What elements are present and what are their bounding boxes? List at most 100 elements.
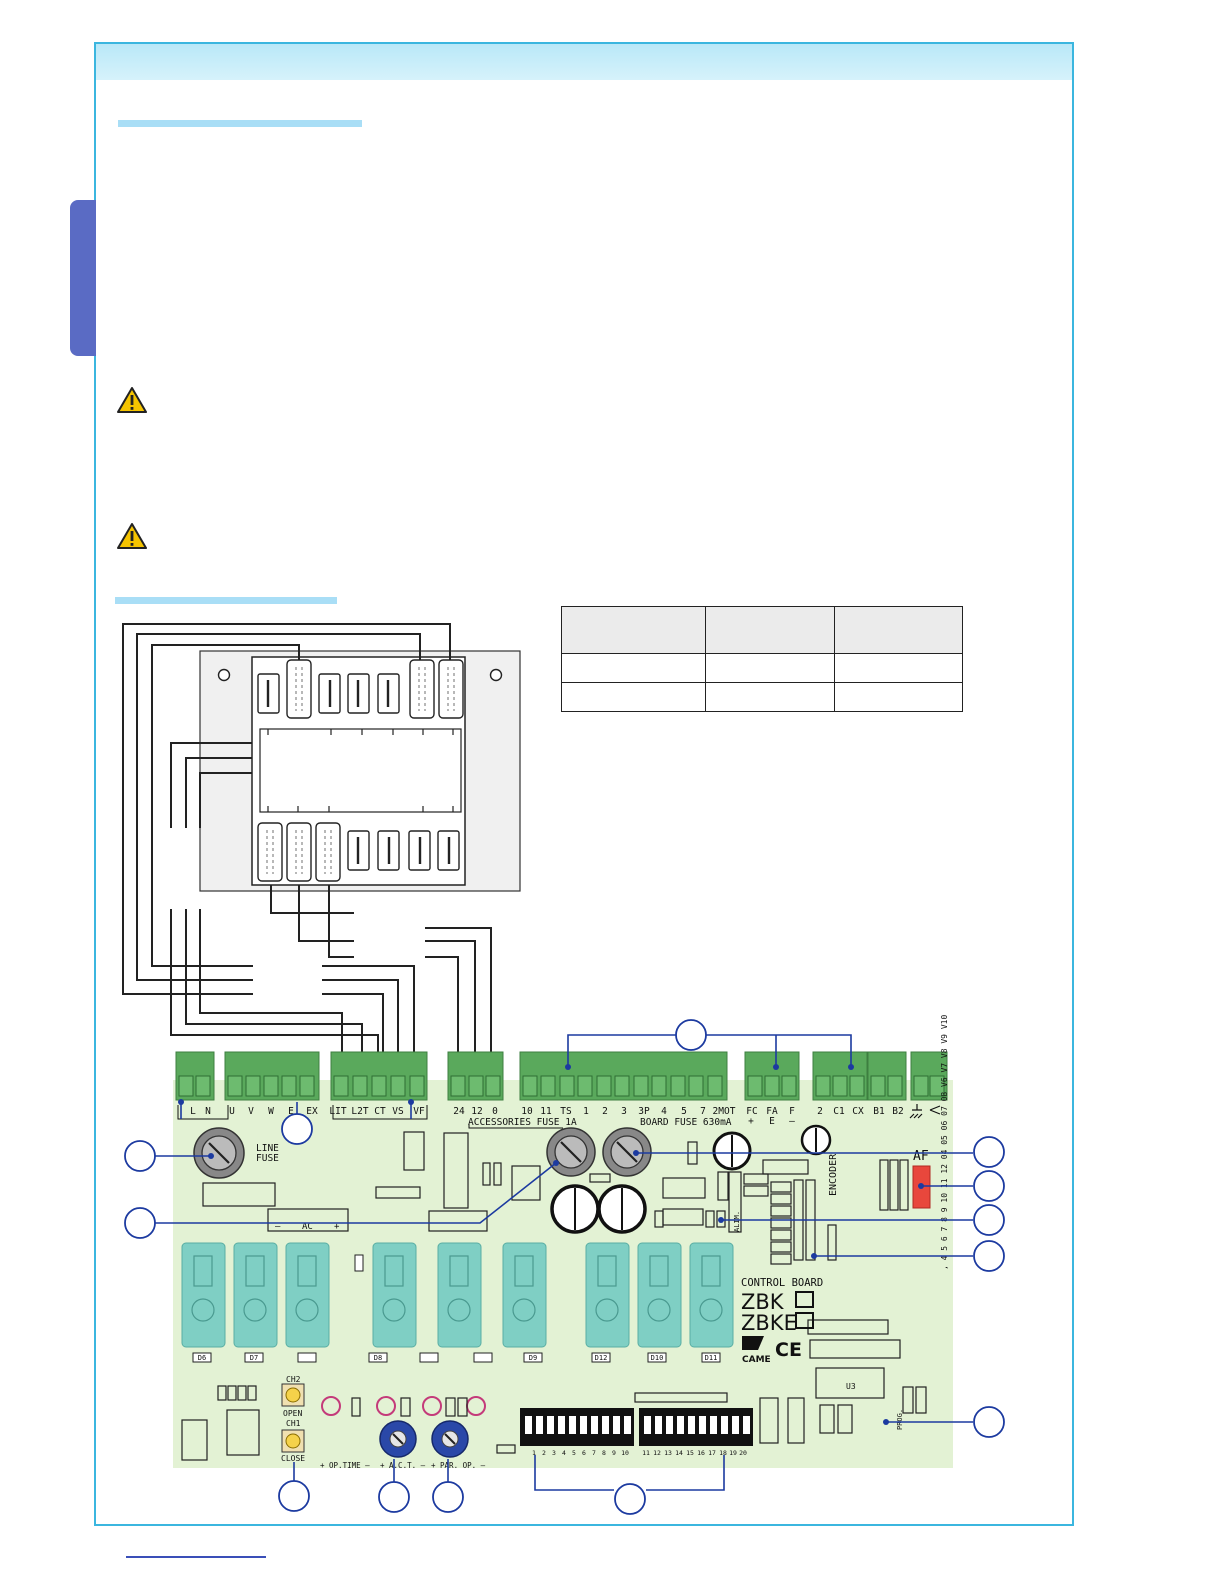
ground-symbols bbox=[909, 1104, 941, 1119]
dip-label: 6 bbox=[582, 1449, 586, 1457]
u3-label: U3 bbox=[846, 1382, 856, 1391]
zbk-label: ZBK bbox=[741, 1290, 785, 1314]
ch2-label: CH2 bbox=[286, 1375, 301, 1384]
control-board-label: CONTROL BOARD bbox=[741, 1277, 823, 1289]
dip-label: 4 bbox=[562, 1449, 566, 1457]
section-underline-2 bbox=[115, 597, 337, 604]
dip-label: 14 bbox=[675, 1449, 683, 1457]
open-label: OPEN bbox=[283, 1409, 302, 1418]
dip-label: 2 bbox=[542, 1449, 546, 1457]
spec-table bbox=[561, 606, 963, 712]
dip-label: 19 bbox=[729, 1449, 737, 1457]
dip-label: 11 bbox=[642, 1449, 650, 1457]
terminal-label: 3P bbox=[638, 1106, 650, 1117]
terminal-label: V bbox=[248, 1106, 254, 1117]
dip-label: 3 bbox=[552, 1449, 556, 1457]
dip-label: 13 bbox=[664, 1449, 672, 1457]
board-fuse-label: BOARD FUSE 630mA bbox=[640, 1117, 732, 1128]
relays: D6 D7 D8 D9 D12 D10 D11 bbox=[181, 1242, 734, 1363]
line-fuse-label: FUSE bbox=[256, 1153, 279, 1164]
dip-label: 5 bbox=[572, 1449, 576, 1457]
terminal-label: B1 bbox=[873, 1106, 885, 1117]
terminal-label: 10 bbox=[521, 1106, 533, 1117]
section-underline-1 bbox=[118, 120, 362, 127]
dip-label: 15 bbox=[686, 1449, 694, 1457]
open-button-cap bbox=[285, 1387, 301, 1403]
components bbox=[181, 1131, 927, 1461]
terminal-label: L bbox=[190, 1106, 196, 1117]
relay-diode-label: D8 bbox=[374, 1354, 382, 1362]
zbke-checkbox bbox=[795, 1312, 814, 1329]
warning-icon bbox=[117, 523, 147, 549]
terminal-label: 7 bbox=[700, 1106, 706, 1117]
terminal-label: W bbox=[268, 1106, 274, 1117]
terminal-labels: L N U V W E EX LIT L2T CT VS VF 24 12 0 … bbox=[190, 1106, 904, 1127]
terminal-label: 2 bbox=[602, 1106, 608, 1117]
terminal-label: 2MOT bbox=[713, 1106, 736, 1117]
group-brackets bbox=[177, 1105, 563, 1129]
terminal-label: CT bbox=[374, 1106, 386, 1117]
accessories-fuse-label: ACCESSORIES FUSE 1A bbox=[468, 1117, 577, 1128]
alim-label: ALIM. bbox=[733, 1211, 741, 1232]
terminal-label: U bbox=[229, 1106, 235, 1117]
header-band bbox=[96, 44, 1072, 80]
act-trimmer[interactable] bbox=[379, 1420, 417, 1458]
relay-diode-label: D9 bbox=[529, 1354, 537, 1362]
dip-labels: 1 2 3 4 5 6 7 8 9 10 11 12 13 14 15 16 1… bbox=[532, 1449, 747, 1457]
terminal-blocks bbox=[175, 1051, 948, 1101]
ac-label: AC bbox=[302, 1222, 313, 1232]
board-fuse bbox=[602, 1127, 652, 1177]
terminal-label: E bbox=[288, 1106, 294, 1117]
transformer bbox=[199, 650, 521, 892]
warning-icon bbox=[117, 387, 147, 413]
dip-label: 18 bbox=[719, 1449, 727, 1457]
close-button-cap bbox=[285, 1433, 301, 1449]
op-time-label: + OP.TIME – bbox=[320, 1461, 370, 1470]
zbk-checkbox bbox=[795, 1291, 814, 1308]
page-frame bbox=[94, 42, 1074, 1526]
dip-label: 20 bbox=[739, 1449, 747, 1457]
terminal-label: 24 bbox=[453, 1106, 465, 1117]
terminal-label: FA bbox=[766, 1106, 778, 1117]
capacitors bbox=[550, 1124, 832, 1234]
terminal-label: VS bbox=[392, 1106, 404, 1117]
dip-label: 12 bbox=[653, 1449, 661, 1457]
terminal-label: C1 bbox=[833, 1106, 845, 1117]
terminal-label: VF bbox=[413, 1106, 425, 1117]
dip-label: 7 bbox=[592, 1449, 596, 1457]
line-fuse-label: LINE bbox=[256, 1143, 279, 1154]
terminal-label: CX bbox=[852, 1106, 864, 1117]
ce-mark: CE bbox=[775, 1339, 802, 1361]
relay-diode-label: D6 bbox=[198, 1354, 206, 1362]
dip-label: 10 bbox=[621, 1449, 629, 1457]
callout-circles bbox=[124, 1019, 1005, 1515]
accessories-fuse bbox=[546, 1127, 596, 1177]
side-tab bbox=[70, 200, 96, 356]
came-logo bbox=[742, 1336, 764, 1350]
terminal-label: B2 bbox=[892, 1106, 903, 1117]
af-label: AF bbox=[913, 1149, 929, 1164]
terminal-label: E bbox=[769, 1116, 775, 1127]
wires bbox=[122, 623, 492, 1052]
terminal-label: 2 bbox=[817, 1106, 823, 1117]
vertical-codes: , 4 5 6 7 8 9 10 11 12 04 05 06 07 08 V6… bbox=[940, 1015, 949, 1270]
par-op-label: + PAR. OP. – bbox=[431, 1461, 486, 1470]
prog-label: PROG. bbox=[896, 1409, 904, 1430]
terminal-label: 3 bbox=[621, 1106, 627, 1117]
ch1-label: CH1 bbox=[286, 1419, 301, 1428]
dip-label: 17 bbox=[708, 1449, 716, 1457]
dip-switches[interactable] bbox=[520, 1408, 753, 1446]
terminal-label: TS bbox=[560, 1106, 572, 1117]
terminal-label: LIT bbox=[329, 1106, 346, 1117]
relay-diode-label: D10 bbox=[651, 1354, 664, 1362]
par-op-trimmer[interactable] bbox=[431, 1420, 469, 1458]
close-label: CLOSE bbox=[281, 1454, 305, 1463]
terminal-label: 1 bbox=[583, 1106, 589, 1117]
dip-label: 8 bbox=[602, 1449, 606, 1457]
callout-lines bbox=[155, 1034, 973, 1491]
dip-label: 16 bbox=[697, 1449, 705, 1457]
terminal-label: EX bbox=[306, 1106, 318, 1117]
relay-diode-label: D12 bbox=[595, 1354, 608, 1362]
footer-line bbox=[126, 1556, 266, 1558]
